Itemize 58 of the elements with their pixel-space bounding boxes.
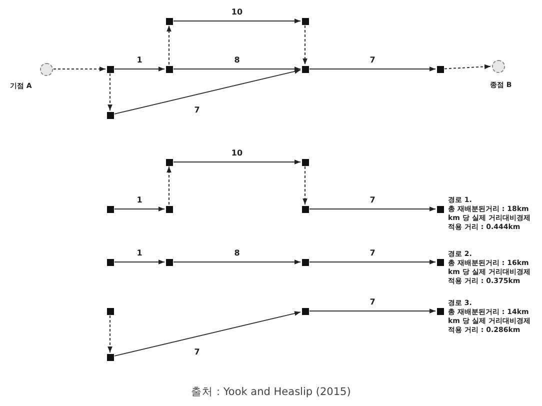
arrow xyxy=(114,69,301,114)
edge-label: 7 xyxy=(368,248,376,258)
node-square xyxy=(166,258,172,266)
end-circle xyxy=(40,62,52,76)
arrow xyxy=(309,308,436,314)
node-square xyxy=(106,112,114,118)
edge-label: 1 xyxy=(136,196,144,204)
arrow xyxy=(114,311,301,356)
edge-label: 7 xyxy=(193,348,201,356)
node-square xyxy=(302,308,308,314)
edge-label: 8 xyxy=(233,56,241,64)
dashed-arrow xyxy=(302,166,308,205)
node-square xyxy=(106,354,114,360)
edge-label: 1 xyxy=(136,56,144,64)
dashed-arrow xyxy=(108,315,112,353)
edge-label: 1 xyxy=(136,248,144,258)
node-square xyxy=(166,18,172,24)
edge-label: 7 xyxy=(368,196,376,204)
arrow xyxy=(114,206,165,212)
node-square xyxy=(436,66,444,72)
node-square xyxy=(106,258,114,266)
node-square xyxy=(436,206,444,212)
edge-label: 8 xyxy=(233,248,241,258)
edge-label: 10 xyxy=(230,148,244,158)
edge-label: 7 xyxy=(368,56,376,64)
node-square xyxy=(166,206,172,212)
arrow xyxy=(173,260,301,264)
node-square xyxy=(302,258,308,266)
arrow xyxy=(173,160,301,164)
caption: 출처 : Yook and Heaslip (2015) xyxy=(190,385,352,399)
node-square xyxy=(436,308,444,314)
node-square xyxy=(302,66,308,72)
edge-label: 7 xyxy=(368,298,376,306)
node-square xyxy=(302,18,308,24)
node-square xyxy=(436,258,444,266)
end-circle xyxy=(492,60,504,72)
arrow xyxy=(309,260,436,264)
node-square xyxy=(166,158,172,166)
dashed-arrow xyxy=(444,64,491,70)
edge-label: 7 xyxy=(193,106,201,114)
arrow xyxy=(114,260,165,264)
dashed-arrow xyxy=(166,25,172,65)
node-square xyxy=(106,206,114,212)
arrow xyxy=(309,206,436,212)
node-square xyxy=(166,66,172,72)
node-square xyxy=(106,308,114,314)
arrow xyxy=(173,66,301,72)
arrow xyxy=(173,18,301,24)
edge-label: 10 xyxy=(230,8,244,16)
dashed-arrow xyxy=(166,166,172,205)
dashed-arrow xyxy=(302,25,308,65)
dashed-arrow xyxy=(108,73,112,111)
arrow xyxy=(309,66,436,72)
dashed-arrow xyxy=(53,66,106,72)
node-square xyxy=(106,66,114,72)
node-square xyxy=(302,158,308,166)
node-square xyxy=(302,206,308,212)
arrow xyxy=(114,66,165,72)
